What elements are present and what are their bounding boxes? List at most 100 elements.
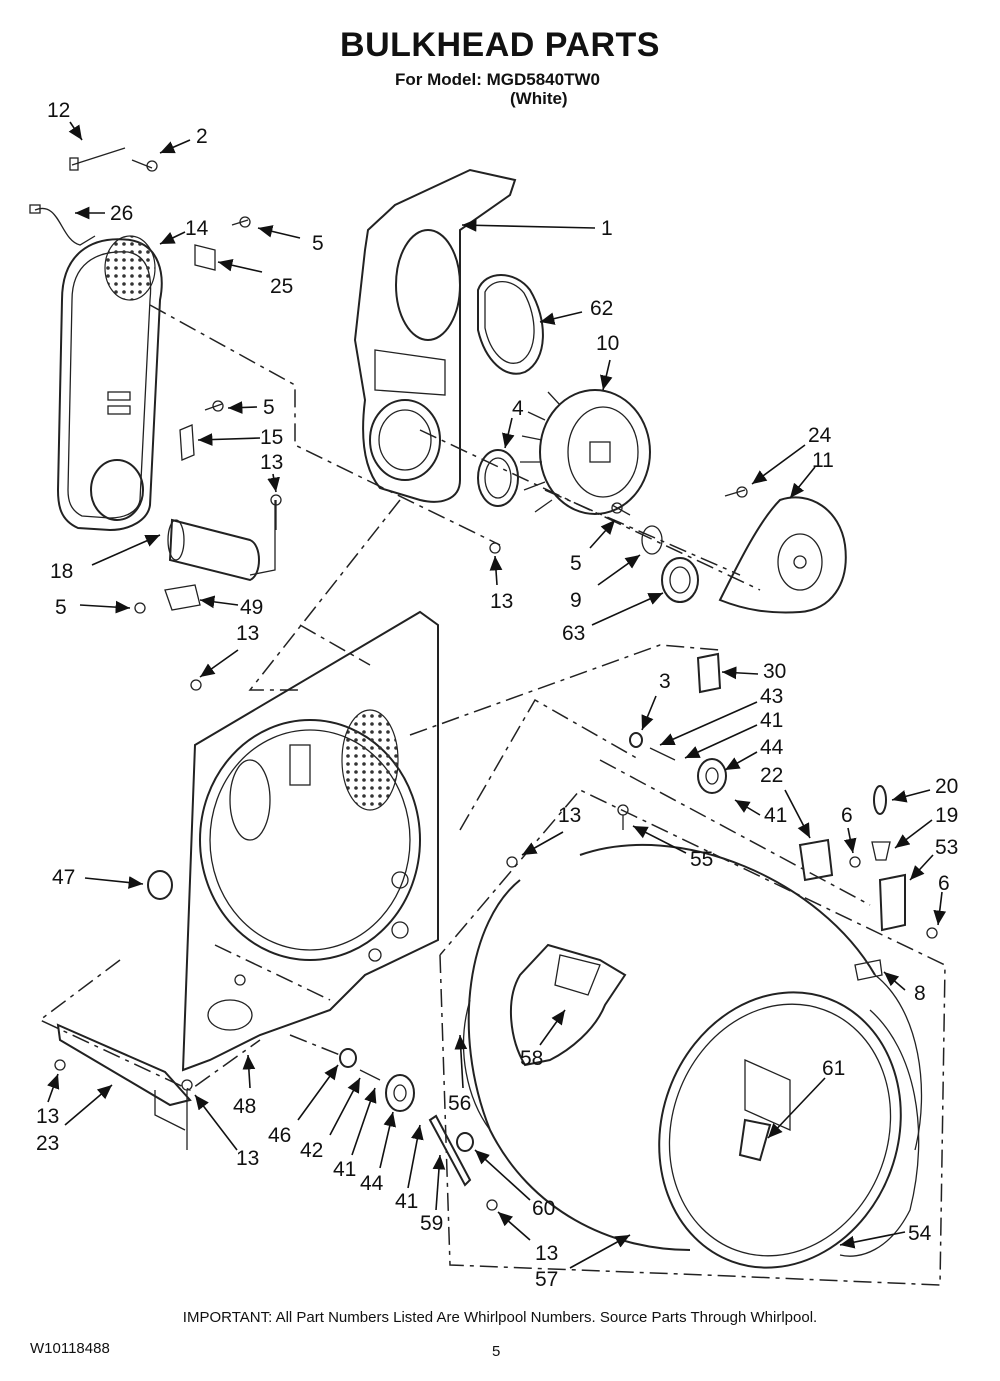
drum-seal-part-54 [839,1009,920,1257]
drum-part-57 [467,843,923,1269]
callout-6: 6 [938,872,950,895]
callout-13: 13 [236,1147,259,1170]
callout-9: 9 [570,589,582,612]
screw-part-13-d [506,856,518,868]
blower-cover-part-11 [718,496,847,614]
screw-part-5-top [231,216,251,228]
seal-part-62 [477,274,544,375]
callout-19: 19 [935,804,958,827]
roller-part-44-upper [697,758,727,794]
assembly-dashed-lines [38,304,946,1286]
callout-62: 62 [590,297,613,320]
callout-18: 18 [50,560,73,583]
washer-part-3 [629,732,643,748]
callout-47: 47 [52,866,75,889]
callout-13: 13 [535,1242,558,1265]
screw-part-5-blower [611,502,631,516]
page-title: BULKHEAD PARTS [340,26,660,64]
blower-housing-part-1 [353,168,517,503]
axle-part-42 [359,1069,381,1081]
callout-12: 12 [47,99,70,122]
baffle-part-58 [509,943,627,1067]
lint-duct-cover-part-14 [56,235,163,532]
callout-58: 58 [520,1047,543,1070]
clip-part-8 [854,959,883,981]
callout-10: 10 [596,332,619,355]
callout-49: 49 [240,596,263,619]
callout-5: 5 [55,596,67,619]
front-bulkhead-part-48 [181,610,439,1072]
callout-57: 57 [535,1268,558,1291]
callout-56: 56 [448,1092,471,1115]
callout-43: 43 [760,685,783,708]
callout-59: 59 [420,1212,443,1235]
wire-part-26 [29,204,96,246]
wire-harness-part-12 [69,147,126,171]
callout-41: 41 [760,709,783,732]
screw-part-6-lower [926,927,938,939]
callout-5: 5 [312,232,324,255]
important-note: IMPORTANT: All Part Numbers Listed Are W… [182,1309,818,1326]
roller-part-44-lower [385,1074,415,1112]
screw-part-55 [617,804,629,830]
screw-part-13-e [54,1059,66,1071]
bracket-part-53 [878,873,906,932]
screw-part-13-f [181,1079,193,1150]
callout-44: 44 [760,736,784,759]
callout-13: 13 [260,451,283,474]
callout-55: 55 [690,848,713,871]
leader-lines [47,121,947,1269]
callout-41: 41 [395,1190,418,1213]
callout-5: 5 [570,552,582,575]
document-number: W10118488 [30,1340,110,1357]
screw-part-5-mid [204,400,224,412]
callout-54: 54 [908,1222,932,1245]
bracket-part-23 [56,1023,192,1131]
bracket-part-19 [871,841,891,861]
screw-part-24 [724,486,748,498]
page-number: 5 [492,1343,501,1360]
clip-part-30 [696,652,722,694]
callout-13: 13 [236,622,259,645]
thermostat-part-15 [179,424,195,461]
switch-part-22 [798,838,834,882]
callout-1: 1 [601,217,613,240]
callout-6: 6 [841,804,853,827]
bracket-part-49 [164,584,201,611]
callout-2: 2 [196,125,208,148]
screw-part-13-c [190,679,202,691]
blower-wheel-part-10 [520,389,651,515]
callout-41: 41 [764,804,787,827]
flame-sensor-part-18 [167,500,276,582]
seal-part-63 [661,557,699,603]
seal-part-4 [477,449,519,507]
callout-25: 25 [270,275,293,298]
axle-part-43 [649,747,676,761]
callout-20: 20 [935,775,958,798]
shaft-part-59 [428,1114,472,1187]
screw-part-13-g [486,1199,498,1211]
callout-60: 60 [532,1197,555,1220]
callout-53: 53 [935,836,958,859]
washer-part-60 [456,1132,474,1152]
callout-22: 22 [760,764,783,787]
color-note: (White) [510,89,568,108]
screw-part-13-a [270,494,282,530]
callout-42: 42 [300,1139,323,1162]
callout-44: 44 [360,1172,384,1195]
screw-part-5-low [134,602,146,614]
callout-24: 24 [808,424,832,447]
glide-part-47 [147,870,173,900]
callout-5: 5 [263,396,275,419]
callout-3: 3 [659,670,671,693]
callout-13: 13 [36,1105,59,1128]
callout-41: 41 [333,1158,356,1181]
callout-30: 30 [763,660,786,683]
screw-part-6-upper [849,856,861,868]
thermal-fuse-part-25 [194,244,216,271]
washer-part-46 [339,1048,357,1068]
callout-23: 23 [36,1132,59,1155]
bushing-part-9 [641,525,663,555]
callout-8: 8 [914,982,926,1005]
